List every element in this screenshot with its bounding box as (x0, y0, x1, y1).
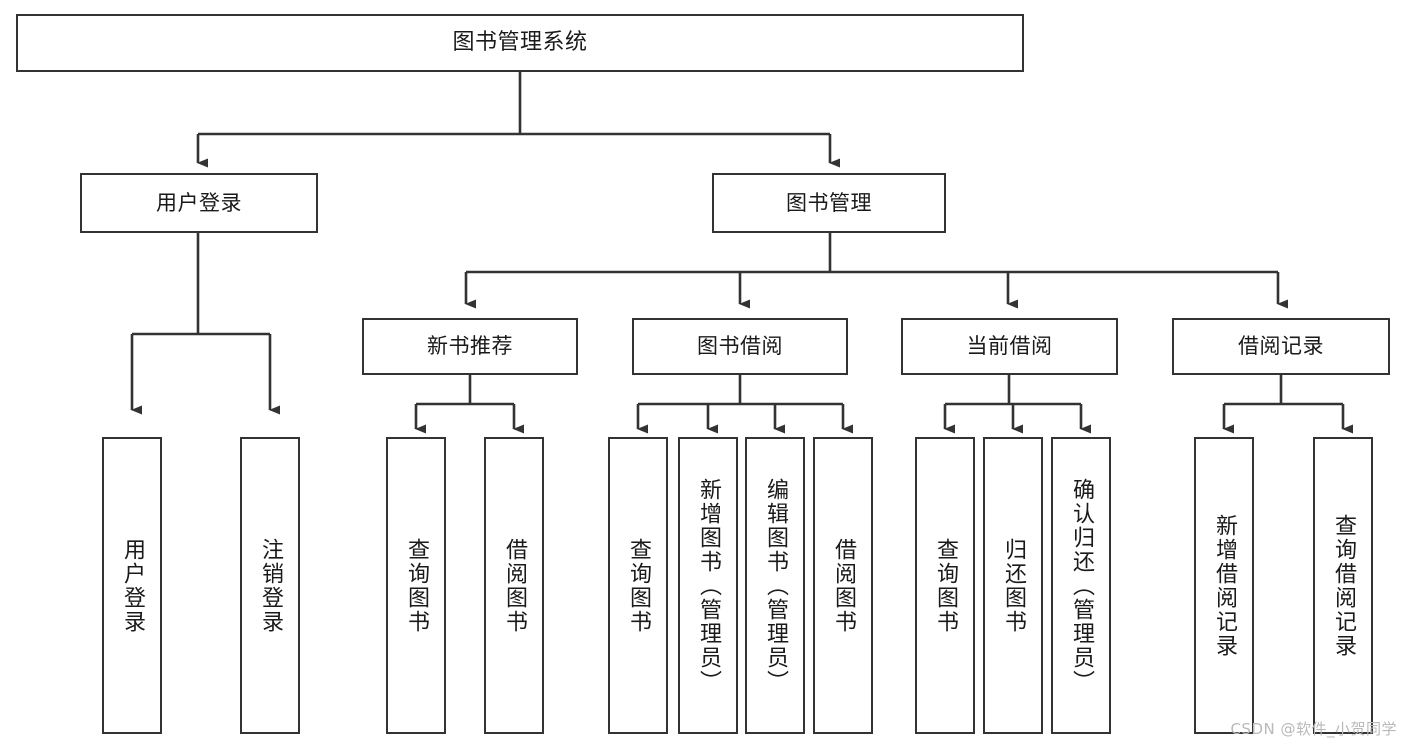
leaf-book-borrow-borrow-book[interactable]: 借阅图书 (813, 437, 873, 734)
node-label: 借阅记录 (1238, 334, 1324, 359)
node-borrow-record[interactable]: 借阅记录 (1172, 318, 1390, 375)
leaf-user-login-login[interactable]: 用户登录 (102, 437, 162, 734)
node-label: 归还图书 (1001, 537, 1026, 634)
node-label: 确认归还（管理员） (1069, 477, 1094, 694)
leaf-book-borrow-query-book[interactable]: 查询图书 (608, 437, 668, 734)
node-label: 查询图书 (626, 537, 651, 634)
node-label: 编辑图书（管理员） (763, 477, 788, 694)
node-user-login[interactable]: 用户登录 (80, 173, 318, 233)
node-label: 当前借阅 (966, 334, 1053, 359)
node-label: 查询借阅记录 (1331, 513, 1356, 658)
node-new-book-recommend[interactable]: 新书推荐 (362, 318, 578, 375)
node-label: 用户登录 (156, 190, 242, 215)
node-label: 图书借阅 (697, 334, 783, 359)
leaf-new-book-borrow-book[interactable]: 借阅图书 (484, 437, 544, 734)
node-label: 新增借阅记录 (1212, 513, 1237, 658)
watermark: CSDN @软件_小贺同学 (1230, 720, 1397, 738)
node-label: 查询图书 (933, 537, 958, 634)
node-current-borrow[interactable]: 当前借阅 (901, 318, 1118, 375)
leaf-borrow-record-add-record[interactable]: 新增借阅记录 (1194, 437, 1254, 734)
node-label: 新增图书（管理员） (696, 477, 721, 694)
node-label: 图书管理系统 (452, 30, 588, 56)
node-root-book-management-system[interactable]: 图书管理系统 (16, 14, 1024, 72)
node-label: 图书管理 (786, 190, 872, 215)
node-book-borrow[interactable]: 图书借阅 (632, 318, 848, 375)
node-label: 注销登录 (258, 537, 283, 634)
node-label: 新书推荐 (427, 334, 513, 359)
leaf-book-borrow-add-book-admin[interactable]: 新增图书（管理员） (678, 437, 738, 734)
node-label: 查询图书 (404, 537, 429, 634)
leaf-borrow-record-query-record[interactable]: 查询借阅记录 (1313, 437, 1373, 734)
node-label: 借阅图书 (831, 537, 856, 634)
node-label: 用户登录 (120, 537, 145, 634)
leaf-book-borrow-edit-book-admin[interactable]: 编辑图书（管理员） (745, 437, 805, 734)
leaf-current-borrow-query-book[interactable]: 查询图书 (915, 437, 975, 734)
node-label: 借阅图书 (502, 537, 527, 634)
leaf-user-login-logout[interactable]: 注销登录 (240, 437, 300, 734)
leaf-current-borrow-return-book[interactable]: 归还图书 (983, 437, 1043, 734)
leaf-new-book-query-book[interactable]: 查询图书 (386, 437, 446, 734)
node-book-management[interactable]: 图书管理 (712, 173, 946, 233)
leaf-current-borrow-confirm-return-admin[interactable]: 确认归还（管理员） (1051, 437, 1111, 734)
